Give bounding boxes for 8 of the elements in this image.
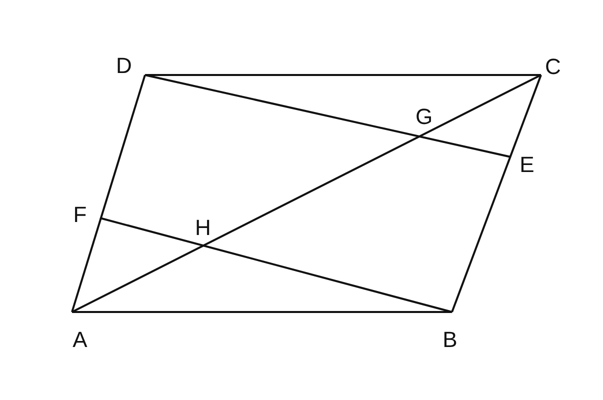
point-label: B [442,328,458,352]
point-label: H [195,216,211,240]
point-label: A [72,328,88,352]
point-label: G [415,105,433,129]
point-label: F [73,203,87,227]
point-label: E [520,153,534,177]
point-label: C [545,55,561,79]
point-label: D [116,54,132,78]
